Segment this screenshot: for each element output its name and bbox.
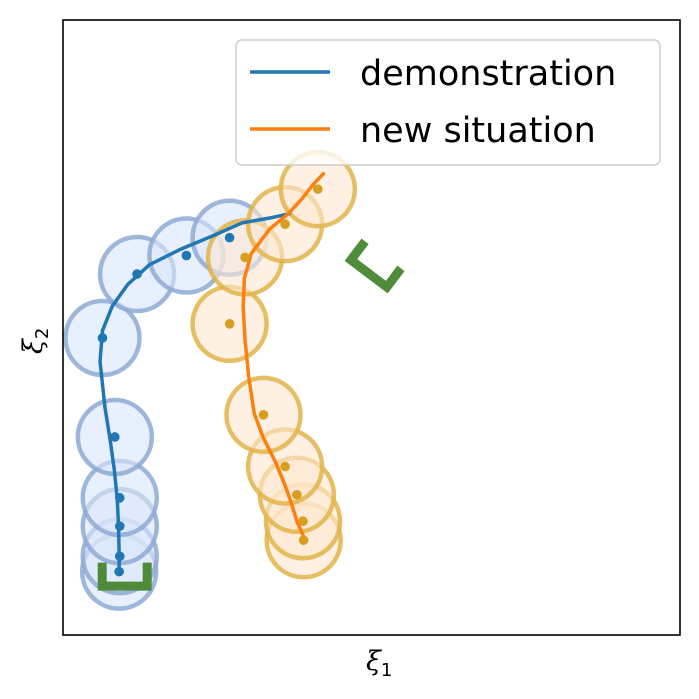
- demonstration-goal-marker: [97, 562, 152, 591]
- goal-marker-shape: [97, 562, 152, 591]
- y-axis-label-sub: 2: [32, 328, 53, 339]
- new-situation-waypoint-point-6: [240, 252, 250, 263]
- demonstration-waypoint-point-6: [132, 269, 142, 279]
- new-situation-waypoint-point-8: [313, 184, 323, 194]
- new-situation-waypoint-point-7: [280, 219, 290, 229]
- y-axis-label-base: ξ: [18, 338, 49, 354]
- x-axis-label: ξ1: [366, 646, 392, 681]
- new-situation-waypoint-point-4: [258, 410, 269, 420]
- legend-label-demonstration: demonstration: [360, 54, 616, 94]
- legend: demonstration new situation: [235, 39, 661, 166]
- y-axis-label-group: ξ2: [18, 328, 53, 354]
- legend-label-new-situation: new situation: [360, 111, 596, 151]
- new-situation-waypoint-point-3: [280, 461, 290, 472]
- new-situation-waypoint-point-2: [292, 489, 302, 500]
- new-situation-waypoint-point-1: [298, 516, 308, 527]
- demonstration-waypoint-point-5: [97, 333, 108, 343]
- legend-box: [235, 39, 661, 166]
- new-situation-line: [241, 172, 326, 539]
- plot-area: [63, 149, 405, 611]
- demonstration-waypoint-point-2: [114, 521, 125, 531]
- new-goal-marker: [344, 238, 405, 294]
- demonstration-waypoint-point-3: [114, 493, 125, 503]
- new-situation-waypoint-point-5: [224, 319, 235, 329]
- x-axis-label-base: ξ: [366, 646, 382, 677]
- demonstration-waypoint-point-4: [110, 432, 120, 442]
- new-situation-waypoint-point-0: [298, 535, 309, 546]
- demonstration-waypoint-point-0: [114, 566, 124, 577]
- axes-frame: [62, 19, 681, 636]
- y-axis-label: ξ2: [18, 328, 53, 354]
- demonstration-waypoint-point-8: [224, 232, 235, 243]
- demonstration-line: [98, 211, 292, 571]
- x-axis-label-sub: 1: [381, 660, 392, 681]
- demonstration-waypoint-point-1: [114, 551, 125, 562]
- goal-marker-shape: [344, 238, 405, 294]
- demonstration-waypoint-point-7: [181, 250, 192, 261]
